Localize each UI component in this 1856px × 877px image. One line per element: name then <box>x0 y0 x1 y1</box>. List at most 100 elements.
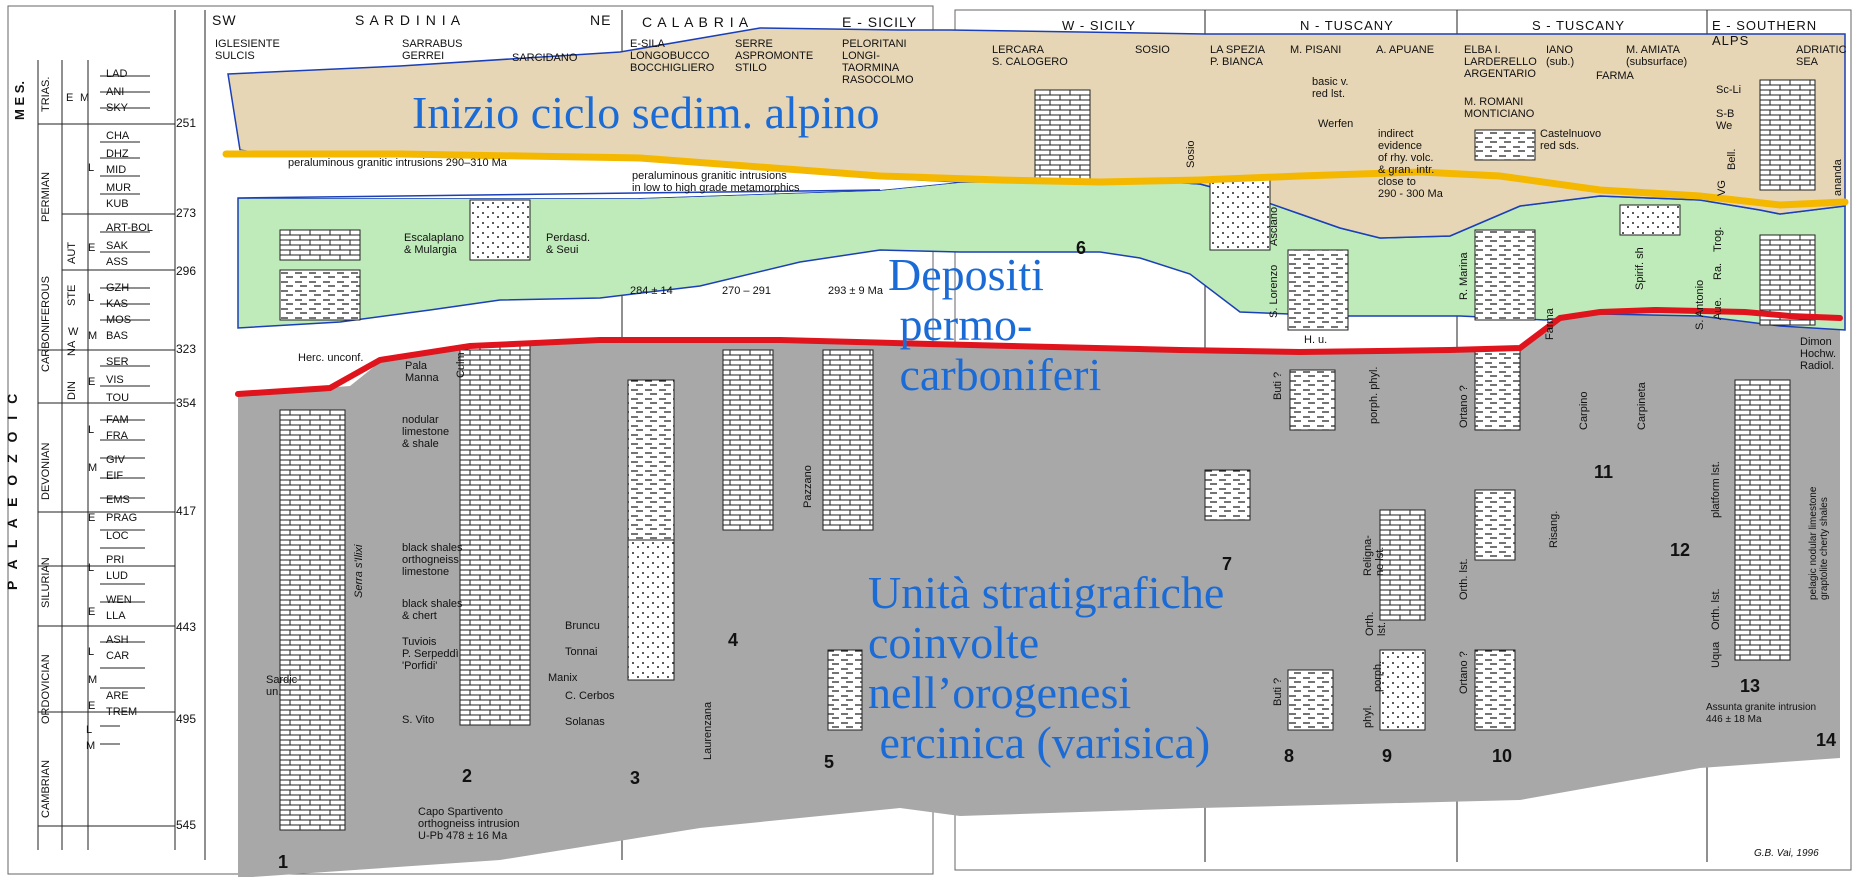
note-svito: S. Vito <box>402 714 435 726</box>
column-number: 9 <box>1382 746 1393 766</box>
note-perdasd: Perdasd. & Seui <box>546 232 591 256</box>
locality-mromani: M. ROMANI MONTICIANO <box>1464 96 1535 120</box>
column-number: 6 <box>1076 238 1087 258</box>
note-sc-li: Sc-Li S-B We <box>1716 84 1742 132</box>
stage: SKY <box>106 102 129 114</box>
locality-mpisani: M. PISANI <box>1290 44 1342 56</box>
note-bell: Bell. <box>1726 148 1738 170</box>
note-bruncu: Bruncu <box>565 620 600 632</box>
note-tonnai: Tonnai <box>565 646 598 658</box>
note-ccerbos: C. Cerbos <box>565 690 615 702</box>
period-silurian: SILURIAN <box>40 557 52 608</box>
sub-e6: E <box>88 700 96 712</box>
locality-iglesiente: IGLESIENTE SULCIS <box>215 38 280 62</box>
stage: ANI <box>106 86 125 98</box>
stage: PRAG <box>106 512 138 524</box>
sub-aut: AUT <box>66 242 78 264</box>
sub-w: W <box>68 326 79 338</box>
note-age-293: 293 ± 9 Ma <box>828 285 883 297</box>
stage: MOS <box>106 314 132 326</box>
note-pala-manna: Pala Manna <box>405 360 439 384</box>
stage: TOU <box>106 392 130 404</box>
alpine-cycle-line <box>222 150 1849 209</box>
column-number: 8 <box>1284 746 1295 766</box>
region-salps: E - SOUTHERN ALPS <box>1712 18 1818 48</box>
sub-m2: M <box>88 330 98 342</box>
region-ntuscany: N - TUSCANY <box>1300 18 1394 33</box>
stage: LLA <box>106 610 126 622</box>
column-number: 13 <box>1740 676 1761 696</box>
note-laurenzana: Laurenzana <box>702 701 714 760</box>
age-label: 354 <box>176 396 197 410</box>
age-label: 273 <box>176 206 197 220</box>
note-porph2: porph. <box>1372 660 1384 692</box>
column-number: 3 <box>630 768 641 788</box>
sub-l3: L <box>88 424 95 436</box>
note-age-284: 284 ± 14 <box>630 285 673 297</box>
note-werfen: Werfen <box>1318 118 1354 130</box>
overlay-unita: Unità stratigrafiche coinvolte nell’orog… <box>868 567 1225 768</box>
stage: ARE <box>106 690 129 702</box>
stage: KAS <box>106 298 129 310</box>
note-age-270: 270 – 291 <box>722 285 771 297</box>
locality-sarrabus: SARRABUS GERREI <box>402 38 463 62</box>
stage: SER <box>106 356 129 368</box>
note-escalaplano: Escalaplano & Mulargia <box>404 232 464 256</box>
stage: TREM <box>106 706 138 718</box>
sub-e5: E <box>88 606 96 618</box>
locality-mamiata: M. AMIATA (subsurface) <box>1626 44 1688 68</box>
period-devonian: DEVONIAN <box>40 442 52 500</box>
white-gap <box>228 150 960 198</box>
stage: GIV <box>106 454 125 466</box>
age-label: 296 <box>176 264 197 278</box>
column-number: 2 <box>462 766 473 786</box>
sub-l5: L <box>88 646 95 658</box>
region-stuscany: S - TUSCANY <box>1532 18 1626 33</box>
note-ortano1: Ortano ? <box>1458 385 1470 428</box>
locality-iano: IANO (sub.) <box>1546 44 1575 68</box>
note-buti1: Buti ? <box>1272 371 1284 400</box>
stage: MID <box>106 164 127 176</box>
column-number: 1 <box>278 852 289 872</box>
column-number: 4 <box>728 630 739 650</box>
note-orthlst3: Orth. lst. <box>1710 588 1722 630</box>
timescale-grid <box>37 10 206 860</box>
note-culm: Culm <box>455 352 467 378</box>
period-trias: TRIAS. <box>40 76 52 112</box>
stage: CAR <box>106 650 130 662</box>
note-black-chert: black shales & chert <box>402 598 463 622</box>
stage: CHA <box>106 130 130 142</box>
sub-m3: M <box>88 462 98 474</box>
stage: WEN <box>106 594 132 606</box>
age-label: 417 <box>176 504 197 518</box>
stage: MUR <box>106 182 132 194</box>
note-orthlst2: Orth. lst. <box>1458 558 1470 600</box>
region-wsicily: W - SICILY <box>1062 18 1137 33</box>
note-porph-phyl: porph. phyl. <box>1368 366 1380 424</box>
stage: EMS <box>106 494 130 506</box>
locality-sosio: SOSIO <box>1135 44 1170 56</box>
note-author: G.B. Vai, 1996 <box>1754 848 1819 859</box>
note-nodular: nodular limestone & shale <box>402 414 450 450</box>
region-sardinia: S A R D I N I A <box>355 12 462 28</box>
note-religna: Religna- no lst. <box>1362 535 1386 576</box>
stage: KUB <box>106 198 129 210</box>
note-peraluminous-sardinia: peraluminous granitic intrusions 290–310… <box>288 157 507 169</box>
stage: LUD <box>106 570 129 582</box>
sub-m: M <box>80 92 90 104</box>
note-carpino: Carpino <box>1578 391 1590 430</box>
stage: FAM <box>106 414 129 426</box>
era-label: P A L A E O Z O I C <box>4 389 20 590</box>
note-aue: Aue. <box>1712 297 1724 320</box>
locality-esila: E-SILA LONGOBUCCO BOCCHIGLIERO <box>630 38 715 74</box>
note-santantonio: S. Antonio <box>1694 279 1706 330</box>
sub-l: L <box>88 162 95 174</box>
age-label: 443 <box>176 620 197 634</box>
locality-sarcidano: SARCIDANO <box>512 52 578 64</box>
note-herc-unconf: Herc. unconf. <box>298 352 364 364</box>
note-slorenzo: S. Lorenzo <box>1268 264 1280 318</box>
note-assunta: Assunta granite intrusion 446 ± 18 Ma <box>1706 702 1817 725</box>
stage: VIS <box>106 374 124 386</box>
locality-elba: ELBA I. LARDERELLO ARGENTARIO <box>1464 44 1537 80</box>
